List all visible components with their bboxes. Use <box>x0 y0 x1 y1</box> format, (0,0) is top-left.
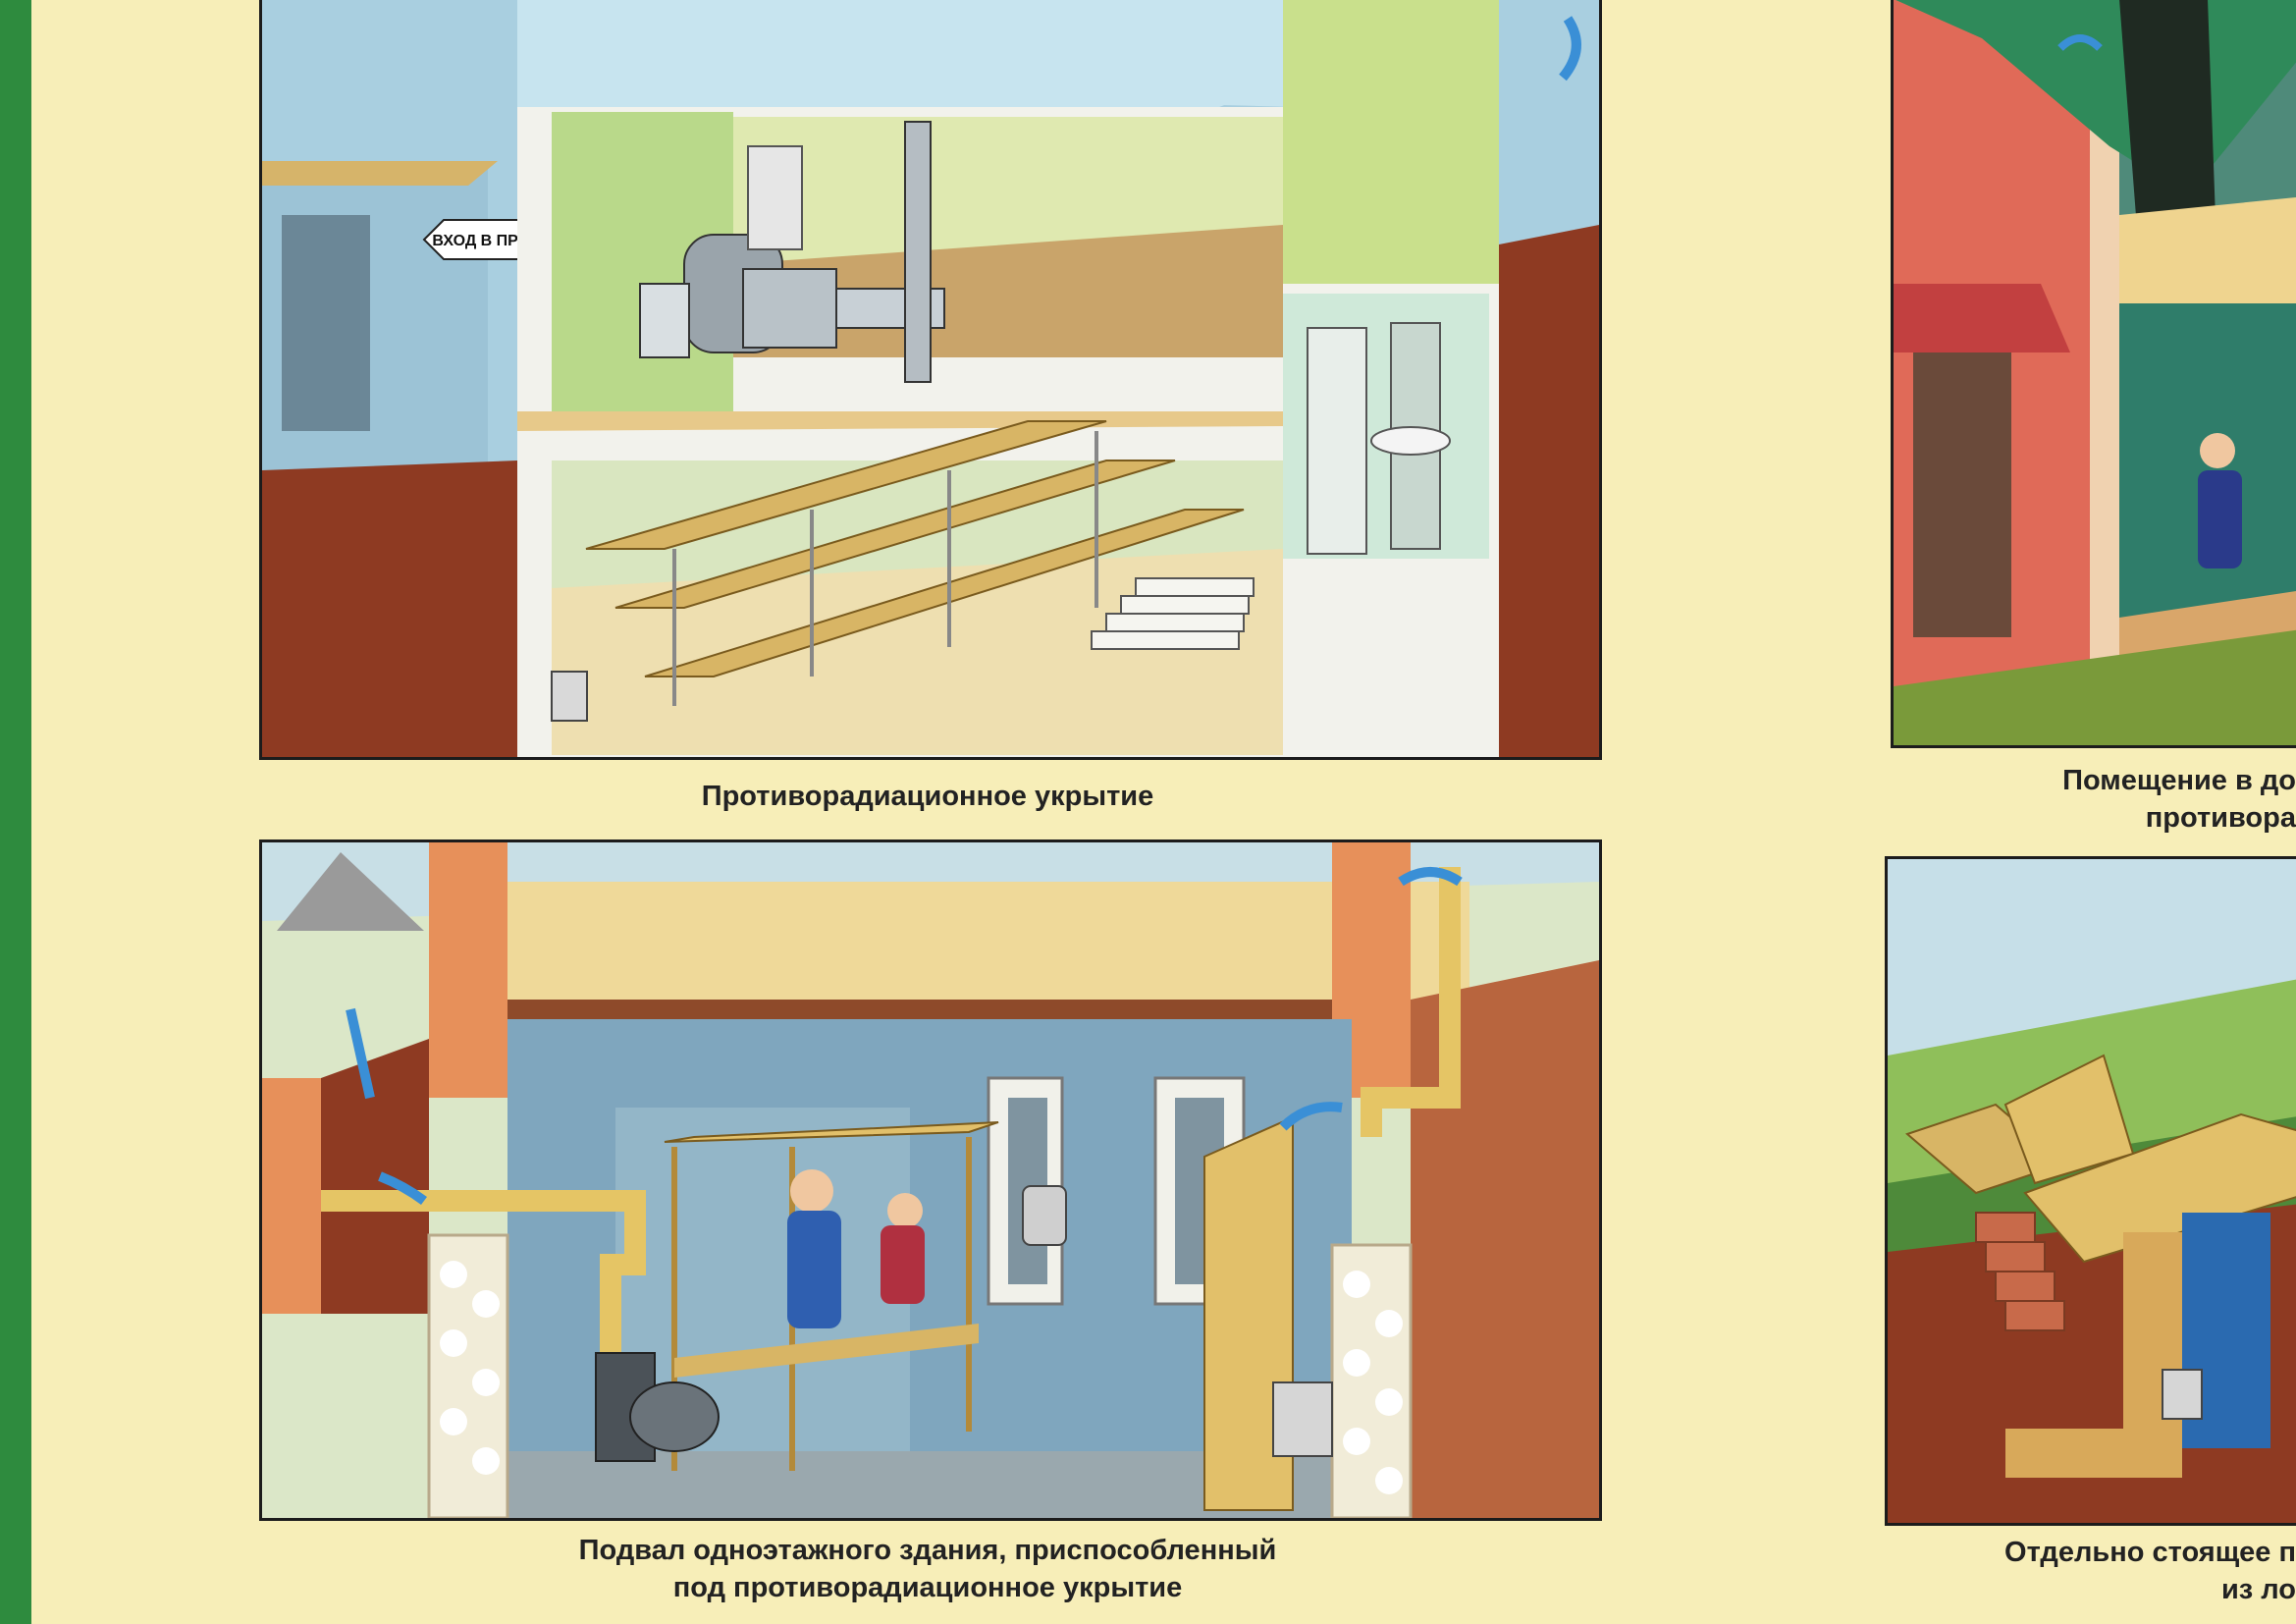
people-figures <box>787 1169 925 1328</box>
airflow-arrow-icon <box>1279 1102 1343 1131</box>
caption-detached-line1: Отдельно стоящее п <box>2004 1537 2296 1568</box>
airflow-arrow-icon <box>1559 16 1581 81</box>
basement-illustration <box>259 839 1602 1521</box>
caption-detached-line2: из ло <box>2220 1574 2296 1605</box>
entrance-sign: ВХОД В ПРУ <box>422 219 529 260</box>
airflow-arrow-icon <box>346 1007 375 1100</box>
entrance-sign-text: ВХОД В ПРУ <box>432 233 528 249</box>
left-green-edge <box>0 0 31 1624</box>
airflow-arrow-icon <box>1398 867 1463 887</box>
house-room-svg <box>1894 0 2296 745</box>
caption-basement-line1: Подвал одноэтажного здания, приспособлен… <box>578 1535 1277 1566</box>
stone-foundation-left <box>427 1233 509 1518</box>
shelter-illustration: ВХОД В ПРУ <box>259 0 1602 760</box>
shelter-svg: ВХОД В ПРУ <box>262 0 1599 757</box>
detached-shelter-svg <box>1888 859 2296 1523</box>
caption-house-room-line2: противора <box>2145 802 2296 834</box>
house-room-illustration <box>1891 0 2296 748</box>
airflow-arrow-icon <box>378 1171 427 1206</box>
brick-wall-left <box>262 1078 321 1314</box>
shelter-benches <box>585 420 1245 706</box>
caption-anti-radiation-shelter: Противорадиационное укрытие <box>701 781 1154 812</box>
stone-foundation-right <box>1330 1243 1413 1518</box>
detached-shelter-illustration <box>1885 856 2296 1526</box>
person-figure <box>2200 433 2235 468</box>
basement-svg <box>262 842 1599 1518</box>
entrance-stairs <box>1975 1212 2065 1331</box>
caption-basement-line2: под противорадиационное укрытие <box>672 1572 1183 1603</box>
ventilation-unit <box>639 121 945 383</box>
shelter-stairs <box>1091 577 1255 650</box>
caption-house-room-line1: Помещение в до <box>2062 765 2296 796</box>
airflow-arrow-icon <box>2057 34 2103 51</box>
